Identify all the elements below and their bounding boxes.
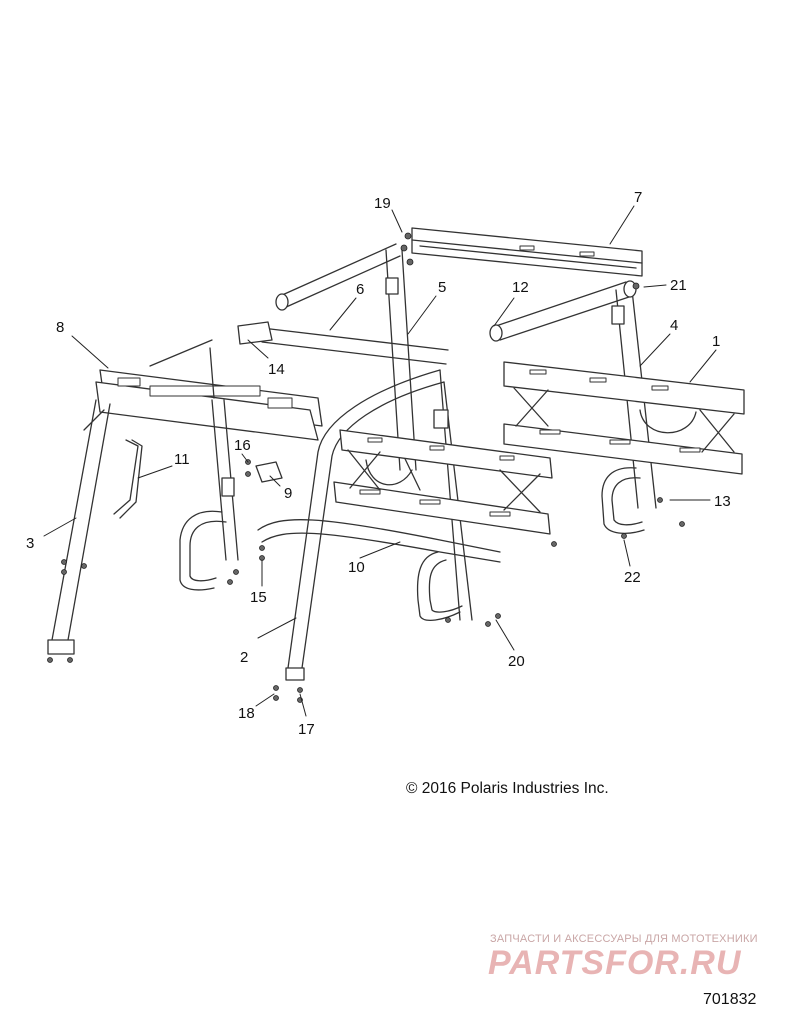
mounting-plate-9: [255, 461, 283, 483]
callout-3: 3: [26, 535, 34, 552]
callout-1: 1: [712, 333, 720, 350]
callout-18: 18: [238, 705, 255, 722]
rear-side-rail-1: [503, 361, 745, 475]
figure-number: 701832: [703, 991, 757, 1008]
callout-15: 15: [250, 589, 267, 606]
callout-9: 9: [284, 485, 292, 502]
callout-11: 11: [174, 451, 190, 468]
callout-2: 2: [240, 649, 248, 666]
callout-21: 21: [670, 277, 687, 294]
callout-22: 22: [624, 569, 641, 586]
callout-6: 6: [356, 281, 364, 298]
upper-right-side-tube: [489, 280, 637, 342]
callout-19: 19: [374, 195, 391, 212]
watermark-logo: PARTSFOR.RU: [488, 944, 742, 982]
copyright-notice: © 2016 Polaris Industries Inc.: [406, 780, 609, 797]
callout-4: 4: [670, 317, 678, 334]
front-header-panel: [95, 339, 323, 441]
lower-cross-tube-10: [257, 519, 501, 563]
callout-7: 7: [634, 189, 642, 206]
left-b-pillar: [211, 399, 239, 561]
rear-header-bar: [411, 227, 643, 277]
hardware-fasteners: [61, 232, 685, 703]
right-front-side-hoop: [416, 551, 463, 622]
watermark-tagline: ЗАПЧАСТИ И АКСЕССУАРЫ ДЛЯ МОТОТЕХНИКИ: [490, 933, 758, 945]
callout-16: 16: [234, 437, 251, 454]
callout-8: 8: [56, 319, 64, 336]
leader-lines: [43, 205, 717, 717]
front-left-pillar: [47, 399, 111, 663]
grab-handle-11: [113, 439, 143, 519]
callout-14: 14: [268, 361, 285, 378]
upper-cross-tube-6: [237, 321, 449, 365]
callout-13: 13: [714, 493, 731, 510]
left-side-hoop: [179, 510, 227, 591]
mid-side-rail: [333, 429, 553, 535]
callout-10: 10: [348, 559, 365, 576]
upper-left-side-tube: [275, 243, 401, 311]
callout-labels: 1 2 3 4 5 6 7 8 9 10 11 12 13 14 15 16 1…: [26, 189, 731, 738]
callout-20: 20: [508, 653, 525, 670]
callout-12: 12: [512, 279, 529, 296]
rear-right-lower-hoop: [601, 467, 645, 535]
callout-17: 17: [298, 721, 315, 738]
callout-5: 5: [438, 279, 446, 296]
